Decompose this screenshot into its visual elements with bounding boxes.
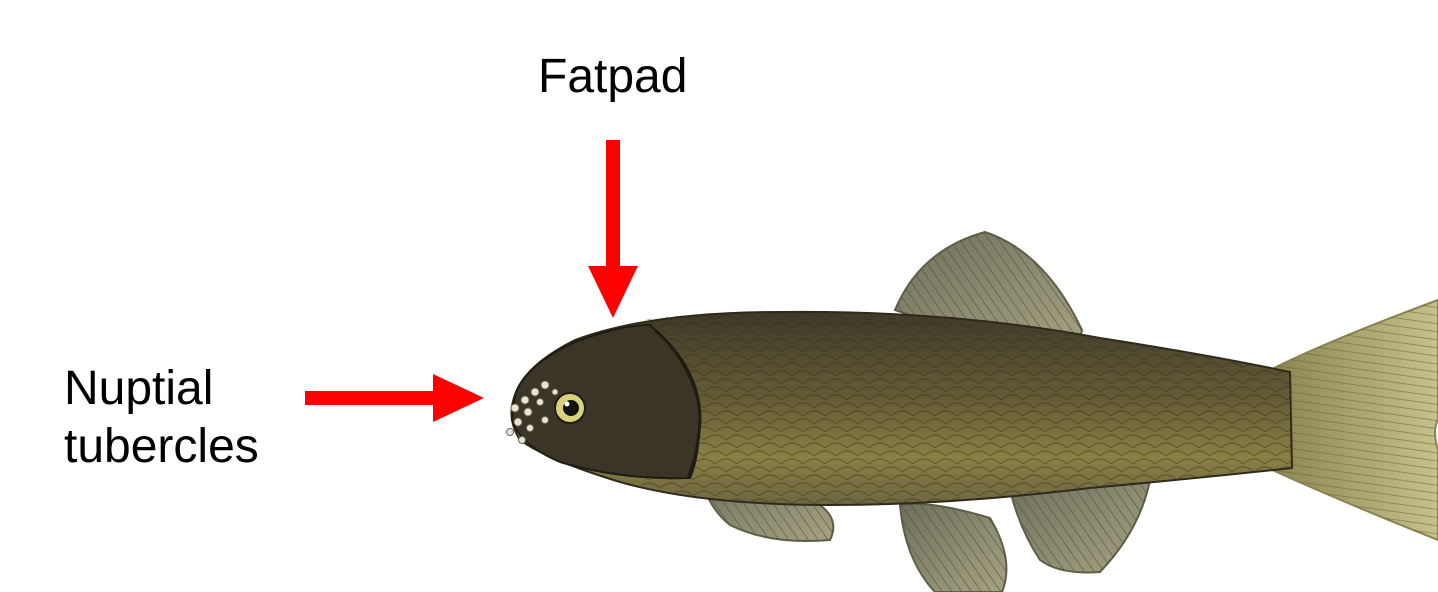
nuptial-tubercles-label: Nuptial tubercles [64,360,259,476]
tubercles-arrow [305,374,484,422]
nuptial-label-line1: Nuptial [64,360,259,418]
fatpad-label: Fatpad [538,48,687,106]
eye-icon [555,393,585,423]
caudal-fin [1270,300,1438,540]
nuptial-label-line2: tubercles [64,418,259,476]
fatpad-arrow [588,140,638,318]
pelvic-fin [900,504,1006,592]
